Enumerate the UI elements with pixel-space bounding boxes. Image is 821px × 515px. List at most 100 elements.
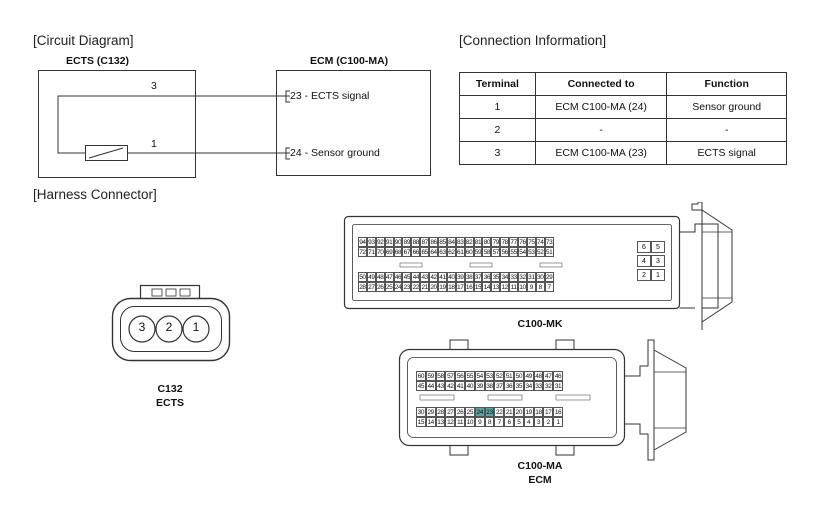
connector-pin: 38: [484, 381, 495, 391]
connector-pin: 68: [393, 247, 403, 257]
connector-pin: 80: [482, 237, 492, 247]
connector-pin: 51: [544, 247, 554, 257]
table-header-row: Terminal Connected to Function: [459, 72, 787, 96]
connector-pin: 87: [420, 237, 430, 247]
connector-pin: 12: [500, 282, 510, 292]
connector-pin: 29: [425, 407, 436, 417]
connector-pin: 28: [435, 407, 446, 417]
connector-pin: 47: [543, 371, 554, 381]
connector-pin: 48: [533, 371, 544, 381]
connector-pin: 54: [474, 371, 485, 381]
connector-pin: 55: [509, 247, 519, 257]
connector-pin: 53: [526, 247, 536, 257]
connector-pin: 36: [482, 272, 492, 282]
ecm-label: ECM: [528, 474, 552, 486]
ecm-pin-ects-signal: 23 - ECTS signal: [290, 90, 370, 102]
wire-pin-3: 3: [151, 80, 157, 92]
connector-pin: 72: [358, 247, 367, 257]
ects-label: ECTS: [155, 397, 184, 409]
cell-connected-to: ECM C100-MA (24): [534, 95, 668, 119]
cell-terminal: 3: [459, 141, 536, 165]
connector-pin: 58: [482, 247, 492, 257]
connector-pin: 23: [484, 407, 495, 417]
connector-pin: 49: [366, 272, 376, 282]
connector-pin: 90: [393, 237, 403, 247]
connector-pin: 84: [446, 237, 456, 247]
connector-pin: 58: [435, 371, 446, 381]
connector-pin: 36: [504, 381, 514, 391]
connector-pin: 10: [464, 417, 475, 427]
connector-pin: 16: [553, 407, 563, 417]
connector-pin: 66: [411, 247, 421, 257]
connector-pin: 8: [484, 417, 495, 427]
connector-pin: 22: [494, 407, 505, 417]
connector-pin: 30: [535, 272, 545, 282]
connector-pin: 17: [543, 407, 554, 417]
connector-pin: 76: [518, 237, 527, 247]
ecm-pin-sensor-ground: 24 - Sensor ground: [290, 147, 380, 159]
connector-pin: 3: [651, 255, 665, 267]
connector-pin: 7: [544, 282, 554, 292]
connector-pin: 65: [420, 247, 430, 257]
c132-label: C132: [157, 383, 183, 395]
connector-pin: 75: [526, 237, 536, 247]
c132-pin: 1: [192, 320, 200, 334]
connector-pin: 88: [411, 237, 421, 247]
connector-pin: 63: [438, 247, 447, 257]
connector-pin: 33: [533, 381, 544, 391]
connector-pin: 16: [464, 282, 474, 292]
connector-pin: 5: [651, 241, 665, 253]
connector-pin: 31: [526, 272, 536, 282]
connector-pin: 15: [473, 282, 483, 292]
connector-pin: 85: [438, 237, 447, 247]
connector-pin: 2: [543, 417, 554, 427]
connector-pin: 89: [402, 237, 412, 247]
connector-pin: 59: [425, 371, 436, 381]
connector-pin: 42: [429, 272, 439, 282]
connector-pin: 67: [402, 247, 412, 257]
connector-pin: 59: [473, 247, 483, 257]
connector-pin: 39: [474, 381, 485, 391]
connector-pin: 44: [425, 381, 436, 391]
connector-pin: 26: [375, 282, 385, 292]
connector-pin: 17: [455, 282, 465, 292]
connector-pin: 26: [455, 407, 465, 417]
connector-pin: 86: [429, 237, 439, 247]
connector-pin: 77: [509, 237, 519, 247]
connector-pin: 24: [393, 282, 403, 292]
connector-pin: 48: [375, 272, 385, 282]
connector-pin: 70: [375, 247, 385, 257]
connector-pin: 4: [523, 417, 534, 427]
connector-pin: 53: [484, 371, 495, 381]
connector-pin: 45: [416, 381, 426, 391]
connector-pin: 8: [535, 282, 545, 292]
connector-pin: 39: [455, 272, 465, 282]
connector-pin: 13: [435, 417, 446, 427]
connector-pin: 82: [464, 237, 474, 247]
connector-pin: 71: [366, 247, 376, 257]
connector-pin: 4: [637, 255, 651, 267]
connector-pin: 69: [384, 247, 394, 257]
header-terminal: Terminal: [459, 72, 536, 96]
c132-pin: 2: [165, 320, 173, 334]
connector-pin: 40: [464, 381, 475, 391]
header-function: Function: [666, 72, 787, 96]
cell-function: ECTS signal: [666, 141, 787, 165]
connector-pin: 46: [553, 371, 563, 381]
connector-pin: 38: [464, 272, 474, 282]
connector-pin: 49: [523, 371, 534, 381]
connector-pin: 7: [494, 417, 505, 427]
connector-pin: 21: [504, 407, 514, 417]
connector-pin: 1: [651, 269, 665, 281]
connector-pin: 52: [535, 247, 545, 257]
connector-pin: 1: [553, 417, 563, 427]
connector-pin: 81: [473, 237, 483, 247]
